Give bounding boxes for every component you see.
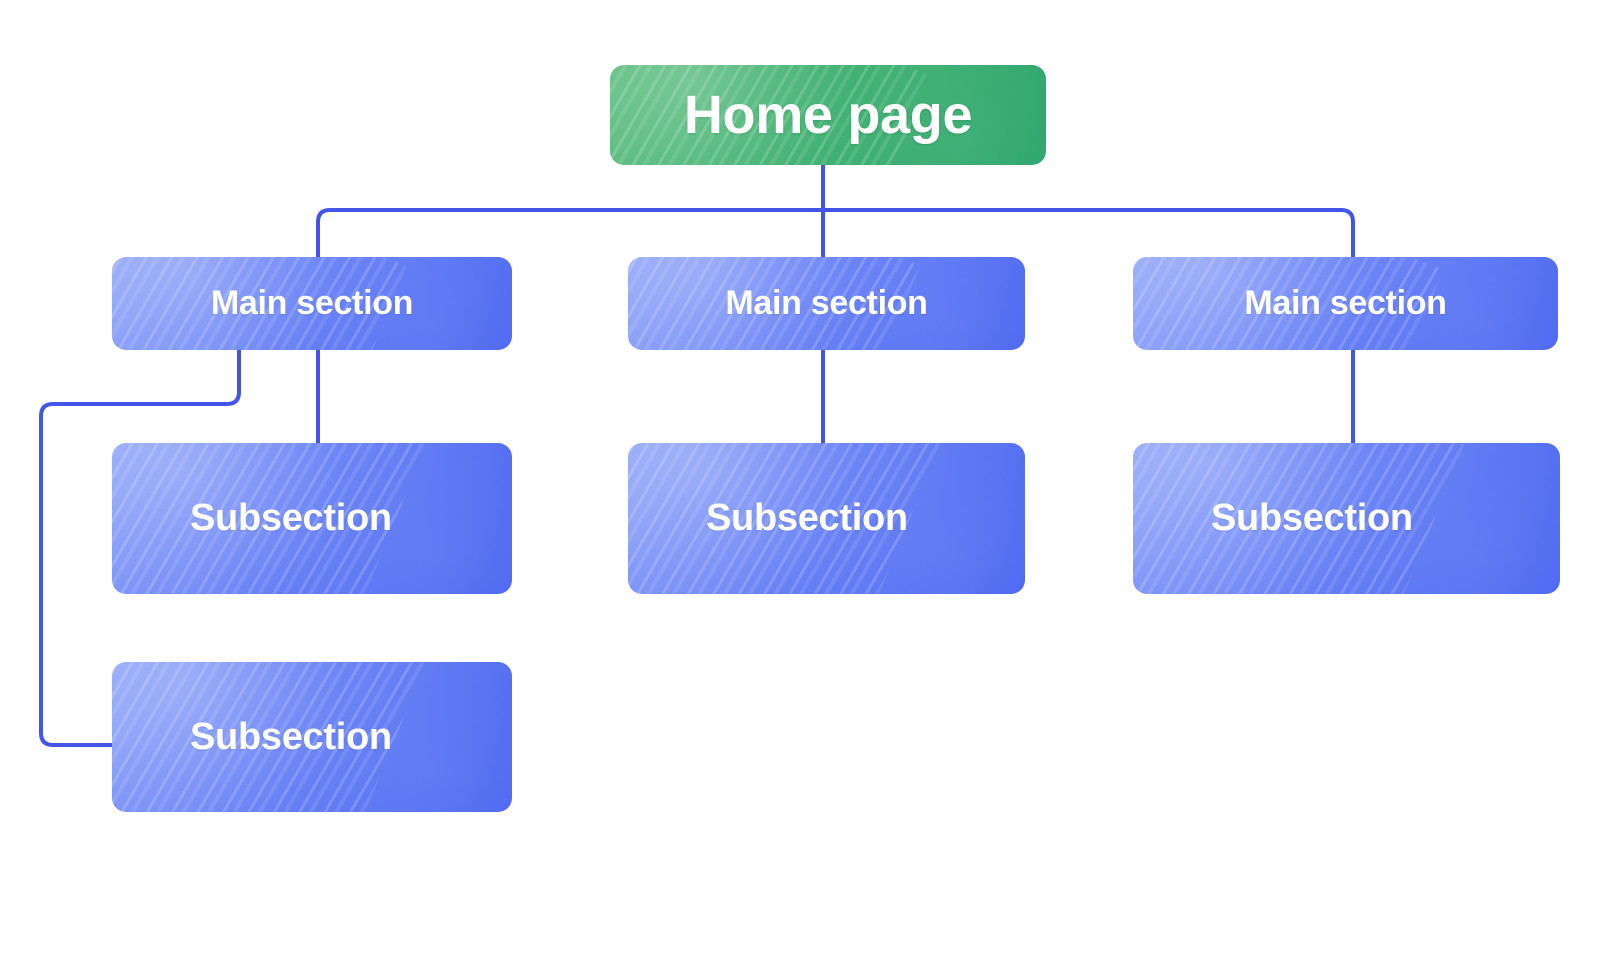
node-label: Subsection: [190, 715, 392, 758]
node-home-page[interactable]: Home page: [610, 65, 1046, 165]
node-label: Subsection: [1211, 497, 1413, 539]
node-subsection-1[interactable]: Subsection: [112, 443, 512, 594]
node-label: Main section: [210, 284, 414, 322]
node-label: Main section: [725, 284, 928, 322]
edge-bus: [316, 208, 1355, 259]
node-main-section-1[interactable]: Main section: [112, 257, 512, 350]
node-main-section-2[interactable]: Main section: [628, 257, 1025, 350]
node-main-section-3[interactable]: Main section: [1133, 257, 1558, 350]
node-subsection-4[interactable]: Subsection: [112, 662, 512, 812]
node-label: Main section: [1244, 284, 1447, 322]
node-label: Subsection: [706, 497, 908, 539]
node-subsection-3[interactable]: Subsection: [1133, 443, 1560, 594]
node-subsection-2[interactable]: Subsection: [628, 443, 1025, 594]
node-label: Home page: [683, 85, 973, 145]
node-label: Subsection: [190, 497, 392, 539]
